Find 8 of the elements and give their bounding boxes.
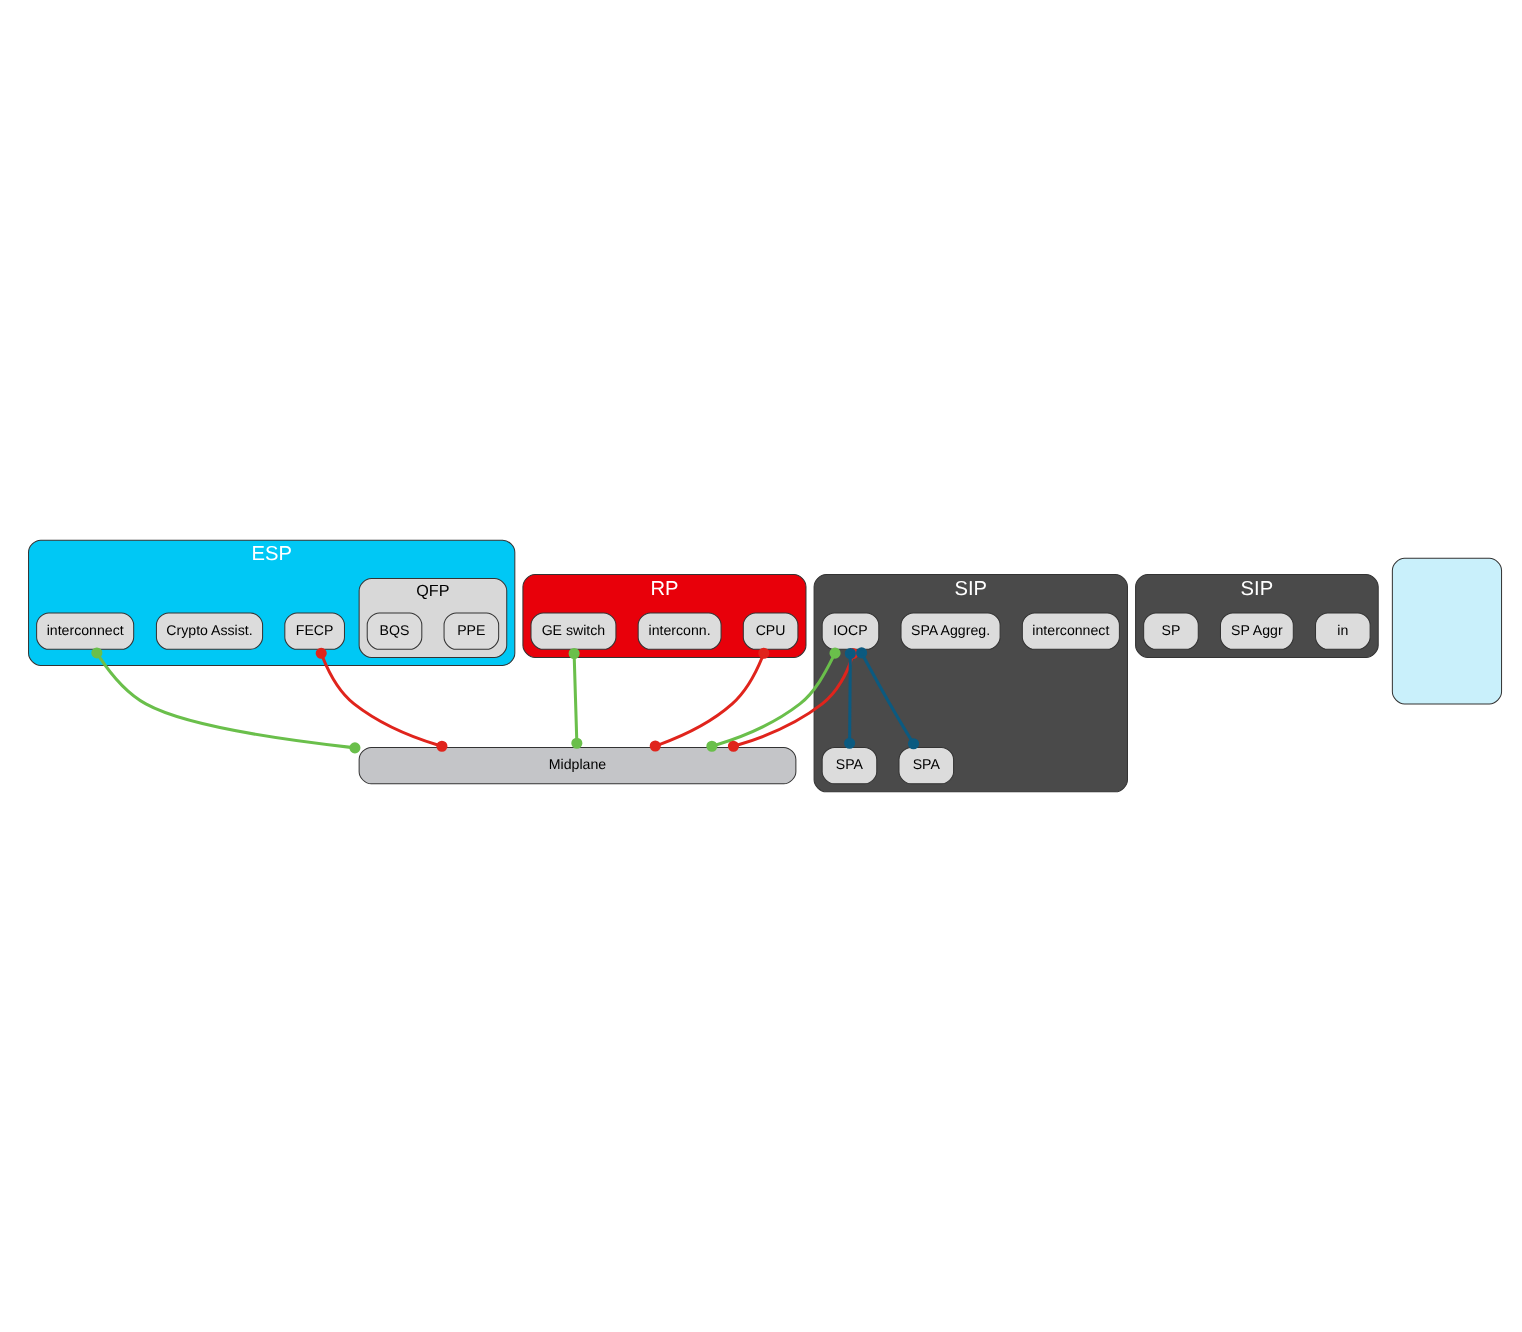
connector — [91, 647, 361, 754]
connector — [568, 647, 583, 749]
connector — [315, 647, 448, 752]
node-box — [1391, 557, 1503, 705]
connector — [649, 647, 770, 752]
connector — [844, 647, 856, 749]
connector — [856, 647, 920, 750]
connector — [706, 647, 841, 752]
